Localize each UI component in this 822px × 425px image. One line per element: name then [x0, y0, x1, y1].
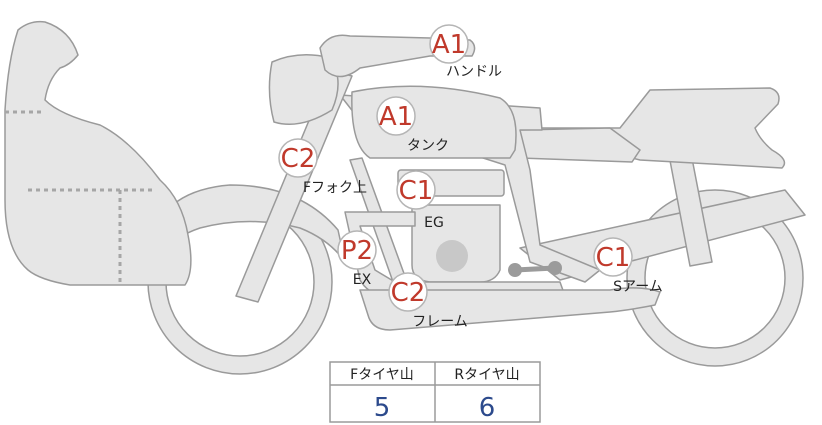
marker-ex-label: EX [353, 272, 372, 288]
marker-sarm-grade: C1 [596, 243, 631, 273]
engine-cover [436, 240, 468, 272]
marker-tank-label: タンク [407, 138, 449, 154]
marker-handle-label: ハンドル [446, 64, 502, 80]
rear-tire-value: 6 [479, 393, 496, 423]
front-tire-header: Fタイヤ山 [350, 367, 414, 383]
marker-sarm-label: Sアーム [613, 279, 663, 295]
marker-ffork-grade: C2 [281, 144, 316, 174]
marker-eg-grade: C1 [399, 176, 434, 206]
marker-tank-grade: A1 [379, 102, 413, 132]
marker-frame-grade: C2 [391, 278, 426, 308]
rear-tire-header: Rタイヤ山 [454, 367, 519, 383]
tire-table: Fタイヤ山 Rタイヤ山 5 6 [330, 362, 540, 423]
front-cowl [5, 22, 191, 285]
marker-handle-grade: A1 [432, 30, 466, 60]
marker-eg-label: EG [424, 215, 444, 231]
marker-frame-label: フレーム [412, 314, 468, 330]
marker-ex-grade: P2 [341, 236, 373, 266]
marker-ffork-label: Fフォク上 [303, 180, 367, 196]
front-tire-value: 5 [374, 393, 391, 423]
